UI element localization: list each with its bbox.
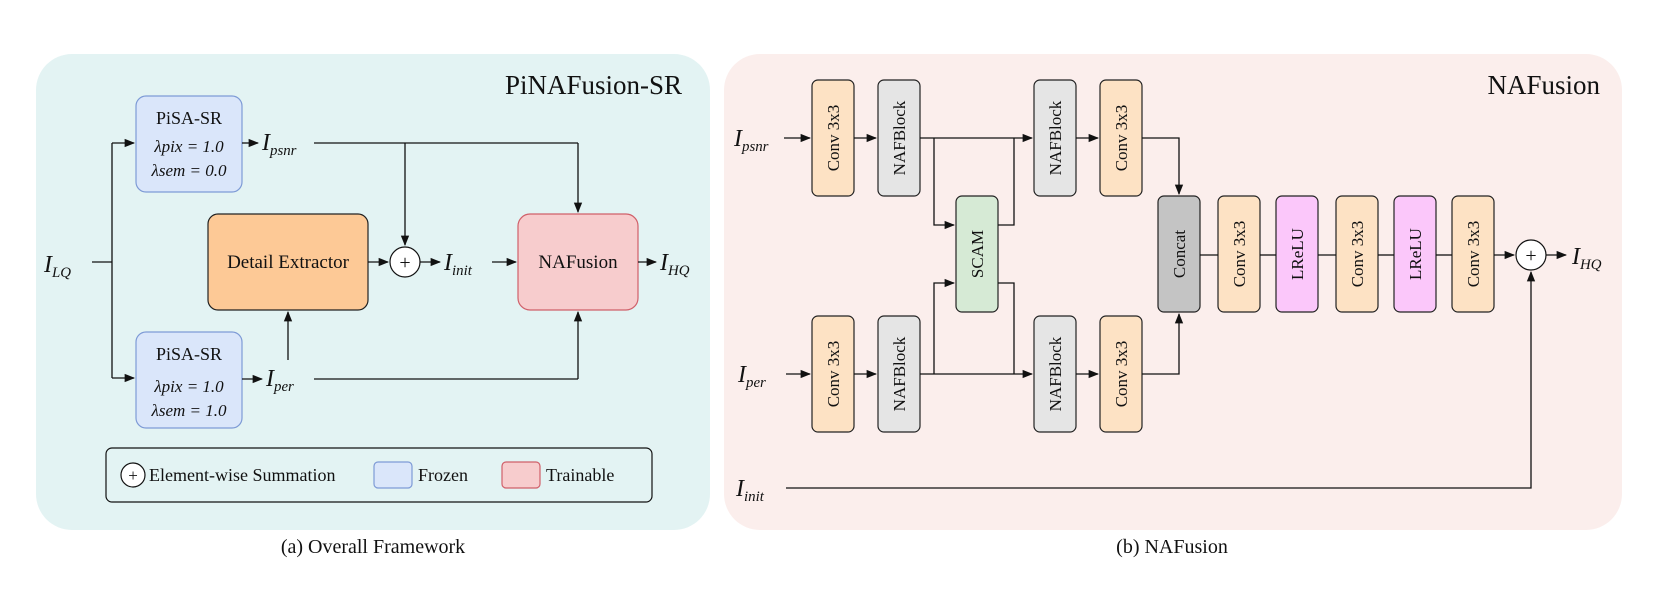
conv-tail-2-box: [1335, 195, 1379, 313]
legend-sum-icon: [120, 462, 146, 488]
conv-top-2-label: Conv 3x3: [1112, 105, 1131, 172]
legend-frozen-label: Frozen: [418, 465, 468, 485]
legend-trainable-swatch: [501, 461, 541, 489]
concat-label: Concat: [1170, 230, 1189, 278]
conv-top-1-label: Conv 3x3: [824, 105, 843, 172]
pisa-sr-top-lambda-pix: λpix = 1.0: [153, 137, 224, 156]
nafblock-top-2-label: NAFBlock: [1046, 100, 1065, 175]
pisa-sr-bottom-box: [135, 331, 243, 429]
conv-bottom-1-label: Conv 3x3: [824, 341, 843, 408]
panel-b-title: NAFusion: [1487, 70, 1600, 100]
detail-extractor-label: Detail Extractor: [227, 252, 350, 273]
lrelu-2-box: [1393, 195, 1437, 313]
conv-tail-3-box: [1451, 195, 1495, 313]
panel-a-caption: (a) Overall Framework: [281, 536, 465, 558]
nafusion-label: NAFusion: [538, 252, 618, 273]
pisa-sr-bottom-lambda-sem: λsem = 1.0: [150, 401, 227, 420]
legend-sum-label: Element-wise Summation: [149, 465, 335, 485]
panel-a-title: PiNAFusion-SR: [505, 70, 682, 100]
scam-label: SCAM: [968, 230, 987, 278]
legend-sum-icon-symbol: +: [128, 466, 138, 485]
pisa-sr-top-box: [135, 95, 243, 193]
nafblock-bottom-2-label: NAFBlock: [1046, 336, 1065, 411]
panel-b-connections: [784, 133, 1568, 489]
legend-box: [105, 447, 653, 503]
pisa-sr-bottom-label: PiSA-SR: [156, 344, 222, 364]
legend-frozen-swatch: [373, 461, 413, 489]
pisa-sr-top-lambda-sem: λsem = 0.0: [150, 161, 227, 180]
scam-box: [955, 195, 999, 313]
panel-a-connections: [92, 138, 658, 384]
pisa-sr-bottom-lambda-pix: λpix = 1.0: [153, 377, 224, 396]
lrelu-1-box: [1275, 195, 1319, 313]
conv-tail-1-label: Conv 3x3: [1230, 221, 1249, 288]
sum-node-b-symbol: +: [1525, 245, 1536, 267]
conv-tail-2-label: Conv 3x3: [1348, 221, 1367, 288]
pisa-sr-top-label: PiSA-SR: [156, 108, 222, 128]
panel-b-caption: (b) NAFusion: [1116, 536, 1228, 558]
legend-trainable-label: Trainable: [546, 465, 614, 485]
conv-bottom-2-label: Conv 3x3: [1112, 341, 1131, 408]
lrelu-1-label: LReLU: [1288, 228, 1307, 280]
nafblock-top-1-label: NAFBlock: [890, 100, 909, 175]
conv-tail-1-box: [1217, 195, 1261, 313]
lrelu-2-label: LReLU: [1406, 228, 1425, 280]
concat-box: [1157, 195, 1201, 313]
conv-tail-3-label: Conv 3x3: [1464, 221, 1483, 288]
nafblock-bottom-1-label: NAFBlock: [890, 336, 909, 411]
sum-node-a-symbol: +: [399, 252, 410, 274]
